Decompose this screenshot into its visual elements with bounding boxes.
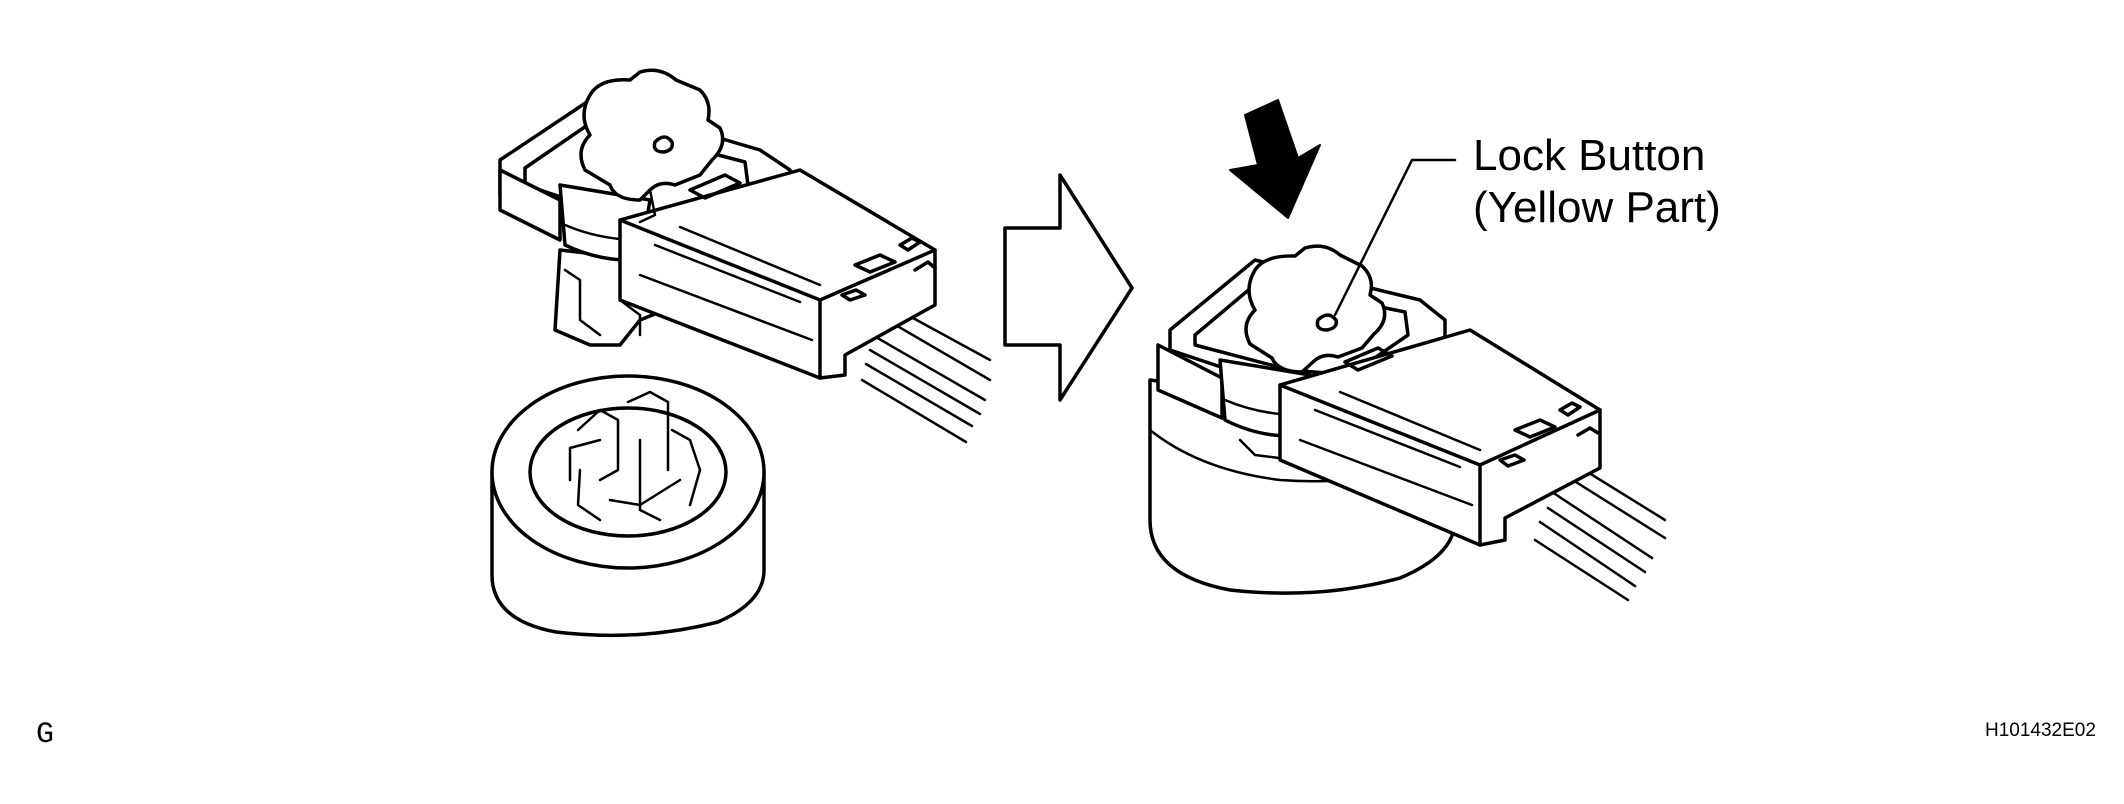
callout-label-line2: (Yellow Part) bbox=[1473, 183, 1721, 232]
connector-connected bbox=[1156, 244, 1667, 602]
callout-leader-line bbox=[1333, 158, 1457, 317]
socket-unconnected bbox=[490, 374, 766, 638]
figure-id: H101432E02 bbox=[1985, 720, 2096, 741]
corner-mark: G bbox=[36, 718, 54, 752]
step-arrow-icon bbox=[1003, 173, 1134, 402]
callout-label-line1: Lock Button bbox=[1473, 131, 1705, 180]
connector-unconnected bbox=[498, 68, 992, 444]
push-down-arrow-icon bbox=[1229, 99, 1321, 219]
